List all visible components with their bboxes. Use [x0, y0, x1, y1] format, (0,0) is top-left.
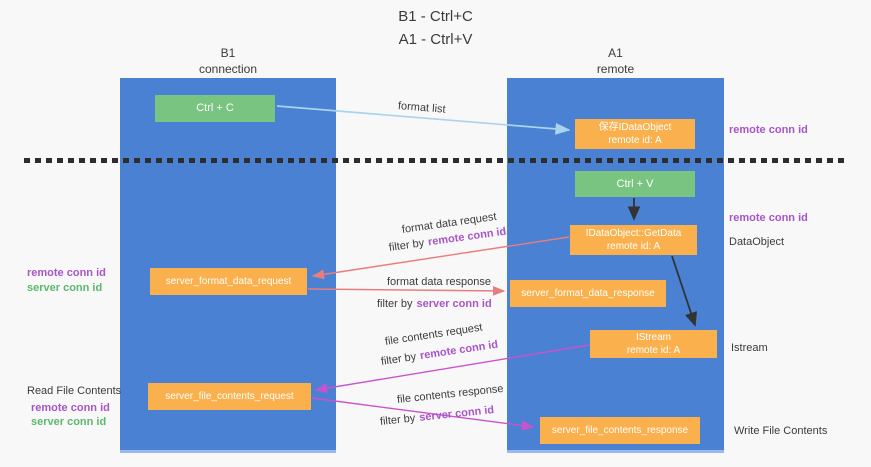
filter-by-text: filter by: [380, 350, 417, 368]
phase-divider-dashed-line: [24, 158, 848, 163]
arrow-format-data-response: [307, 285, 506, 296]
node-istream-line2: remote id: A: [626, 345, 681, 356]
node-idataobject-getdata: IDataObject::GetData remote id: A: [570, 225, 697, 255]
node-ctrl-c-label: Ctrl + C: [196, 102, 234, 115]
note-dataobject: DataObject: [729, 236, 785, 248]
lifeline-b1-role: connection: [198, 61, 258, 76]
filter-key-server-conn-id: server conn id: [416, 298, 492, 310]
node-getdata-line1: IDataObject::GetData: [585, 228, 682, 239]
node-server-file-contents-response-label: server_file_contents_response: [551, 425, 689, 436]
note-read-file-contents: Read File Contents: [27, 385, 122, 397]
lifeline-b1-name: B1: [220, 46, 236, 60]
note-write-file-contents: Write File Contents: [734, 425, 828, 437]
note-remote-conn-id-top: remote conn id: [729, 124, 808, 136]
node-server-file-contents-request: server_file_contents_request: [148, 383, 311, 410]
filter-key-remote-conn-id: remote conn id: [419, 338, 499, 363]
lifeline-a1-role: remote: [596, 61, 635, 76]
node-server-format-data-response-label: server_format_data_response: [521, 288, 655, 299]
filter-by-text: filter by: [379, 412, 416, 428]
node-server-file-contents-response: server_file_contents_response: [540, 417, 700, 444]
note-server-conn-id-format-left: server conn id: [27, 282, 103, 294]
lifeline-a1-name: A1: [608, 46, 623, 60]
label-file-contents-response: file contents response: [396, 382, 505, 406]
node-ctrl-v-label: Ctrl + V: [616, 177, 654, 190]
node-ctrl-v: Ctrl + V: [575, 171, 695, 197]
node-istream-line1: IStream: [635, 332, 671, 343]
diagram-title: B1 - Ctrl+C A1 - Ctrl+V: [0, 6, 871, 51]
title-line-2: A1 - Ctrl+V: [398, 30, 473, 48]
note-istream: Istream: [731, 342, 768, 354]
lifeline-header-b1: B1 connection: [120, 46, 336, 77]
note-remote-conn-id-mid: remote conn id: [729, 212, 808, 224]
node-server-format-data-response: server_format_data_response: [510, 280, 666, 307]
filter-key-server-conn-id: server conn id: [418, 404, 495, 424]
note-remote-conn-id-format-left: remote conn id: [27, 267, 106, 279]
note-server-conn-id-file-left: server conn id: [31, 416, 107, 428]
title-line-1: B1 - Ctrl+C: [398, 8, 473, 25]
node-save-idataobject-line2: remote id: A: [608, 135, 662, 146]
lifeline-header-a1: A1 remote: [507, 46, 724, 77]
note-remote-conn-id-file-left: remote conn id: [31, 402, 110, 414]
node-getdata-line2: remote id: A: [606, 241, 661, 252]
filter-by-text: filter by: [377, 298, 413, 310]
label-format-data-response: format data response: [387, 276, 491, 288]
node-save-idataobject-line1: 保存IDataObject: [598, 122, 672, 133]
filter-by-text: filter by: [388, 237, 425, 254]
node-save-idataobject: 保存IDataObject remote id: A: [575, 119, 695, 149]
node-ctrl-c: Ctrl + C: [155, 95, 275, 122]
node-server-file-contents-request-label: server_file_contents_request: [165, 391, 294, 402]
node-server-format-data-request-label: server_format_data_request: [165, 276, 292, 287]
node-server-format-data-request: server_format_data_request: [150, 268, 307, 295]
label-format-list: format list: [397, 100, 447, 116]
node-istream: IStream remote id: A: [590, 330, 717, 358]
